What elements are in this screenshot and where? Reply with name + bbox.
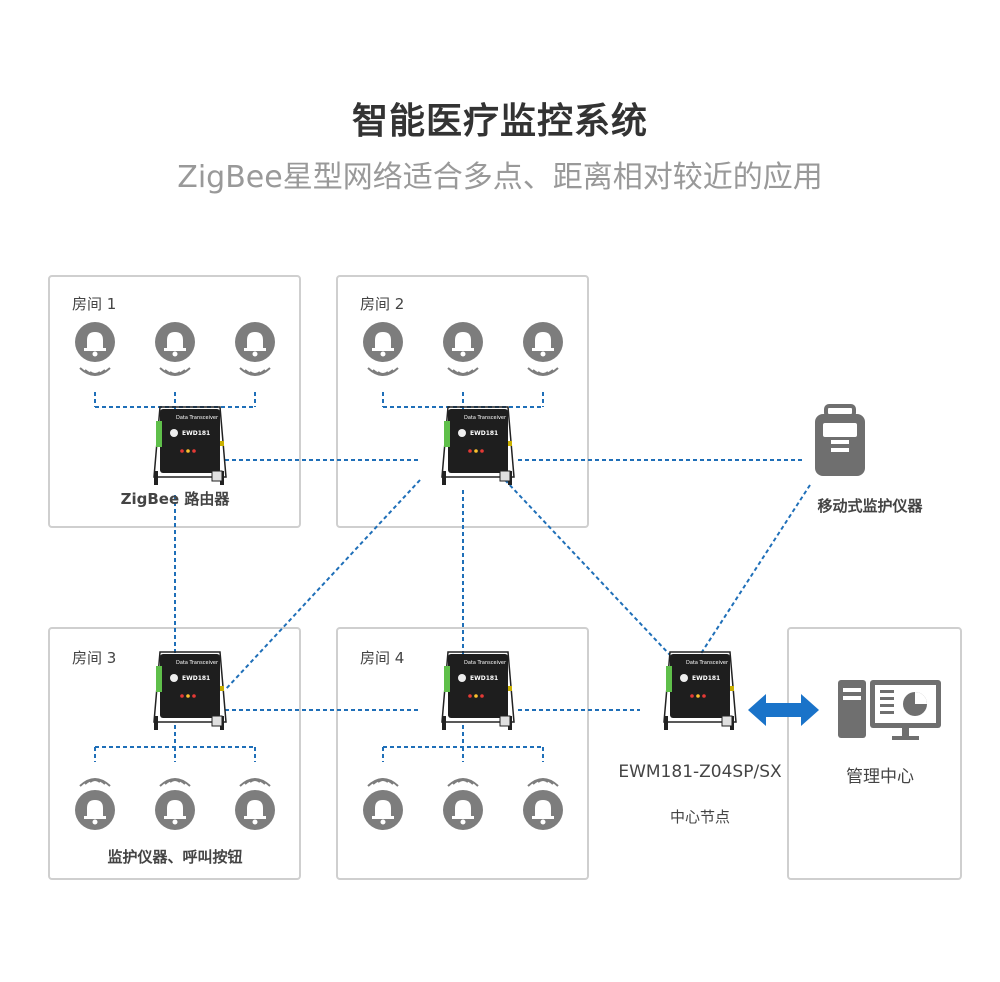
device-header-text: Data Transceiver — [464, 415, 507, 421]
wave-icon — [239, 778, 271, 787]
wave-icon — [79, 778, 111, 787]
page-title: 智能医疗监控系统 — [351, 101, 648, 142]
device-brand-text: EWD181 — [182, 430, 210, 437]
wave-icon — [527, 778, 559, 787]
device-brand-text: EWD181 — [470, 430, 498, 437]
mobile-monitor-caption: 移动式监护仪器 — [817, 497, 923, 515]
center-node-caption: 中心节点 — [669, 808, 730, 826]
management-center-box — [787, 627, 962, 880]
monitor-chart-icon — [870, 680, 941, 740]
wave-icon — [447, 778, 479, 787]
mobile-monitor-icon — [815, 404, 865, 476]
wave-icon — [159, 778, 191, 787]
wave-icon — [79, 367, 111, 376]
center-node-device: Data Transceiver EWD181 — [663, 651, 737, 731]
wave-icon — [367, 778, 399, 787]
bell-icon — [523, 322, 563, 362]
router-device-room-2: Data Transceiver EWD181 — [441, 406, 515, 486]
room-1-box: 房间 1 — [48, 275, 301, 528]
bell-icon — [155, 790, 195, 830]
bidirectional-arrow-icon — [748, 694, 819, 726]
devices-caption: 监护仪器、呼叫按钮 — [107, 848, 243, 866]
bell-icon — [155, 322, 195, 362]
room-4-label: 房间 4 — [360, 649, 405, 667]
bell-icon — [235, 790, 275, 830]
device-header-text: Data Transceiver — [464, 660, 507, 666]
server-computer-icon — [838, 680, 866, 738]
room-3-box: 房间 3 — [48, 627, 301, 880]
room4-device-links — [382, 725, 544, 762]
management-caption: 管理中心 — [846, 767, 914, 787]
bell-icon — [443, 322, 483, 362]
router-device-room-4: Data Transceiver EWD181 — [441, 651, 515, 731]
room-3-label: 房间 3 — [72, 649, 117, 667]
page-subtitle: ZigBee星型网络适合多点、距离相对较近的应用 — [177, 160, 823, 195]
bell-icon — [363, 322, 403, 362]
room-1-label: 房间 1 — [72, 295, 117, 313]
wave-icon — [447, 367, 479, 376]
bell-icon — [363, 790, 403, 830]
wave-icon — [159, 367, 191, 376]
bell-icon — [443, 790, 483, 830]
wave-icon — [527, 367, 559, 376]
device-header-text: Data Transceiver — [176, 660, 219, 666]
device-brand-text: EWD181 — [182, 675, 210, 682]
wave-icon — [239, 367, 271, 376]
bell-icon — [235, 322, 275, 362]
wave-icon — [367, 367, 399, 376]
room3-device-links — [94, 725, 256, 762]
link-r2-r3 — [224, 479, 421, 691]
bell-icon — [75, 790, 115, 830]
device-brand-text: EWD181 — [692, 675, 720, 682]
device-brand-text: EWD181 — [470, 675, 498, 682]
router-device-room-3: Data Transceiver EWD181 — [153, 651, 227, 731]
bell-icon — [75, 322, 115, 362]
link-r2-center — [504, 479, 671, 656]
link-mobile-center — [699, 484, 811, 656]
network-links — [94, 392, 811, 762]
router-device-room-1: Data Transceiver EWD181 — [153, 406, 227, 486]
room-2-label: 房间 2 — [360, 295, 405, 313]
model-caption: EWM181-Z04SP/SX — [618, 762, 782, 782]
router-caption: ZigBee 路由器 — [120, 490, 230, 508]
device-header-text: Data Transceiver — [176, 415, 219, 421]
device-header-text: Data Transceiver — [686, 660, 729, 666]
bell-icon — [523, 790, 563, 830]
